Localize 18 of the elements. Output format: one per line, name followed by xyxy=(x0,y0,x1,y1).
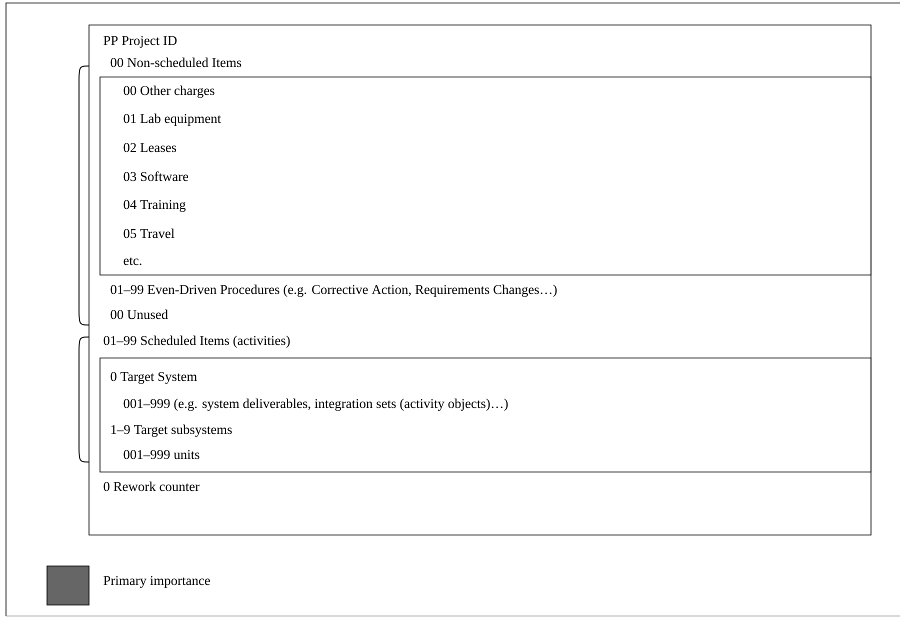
item-text: 00 Unused xyxy=(110,310,168,320)
item-text: 01–99 Even-Driven Procedures (e.g. Corrective Action, Requirements Changes…) xyxy=(110,284,557,297)
item-text: 05 Travel xyxy=(124,228,174,238)
item-text: PP Project ID xyxy=(104,36,177,48)
item-text: 0 Rework counter xyxy=(104,482,200,492)
item-text: 001–999 (e.g. system deliverables, integration sets (activity objects)…) xyxy=(124,398,508,411)
item-text: 001–999 units xyxy=(124,450,200,460)
item-text: 0 Target System xyxy=(110,372,197,384)
item-text: etc. xyxy=(124,257,142,266)
item-text: 03 Software xyxy=(124,172,188,182)
legend-text: Primary importance xyxy=(104,576,210,588)
item-text: 04 Training xyxy=(124,200,186,212)
item-text: 01 Lab equipment xyxy=(124,114,221,126)
item-text: 1–9 Target subsystems xyxy=(111,424,232,437)
item-text: 01–99 Scheduled Items (activities) xyxy=(104,336,290,348)
item-text: 00 Other charges xyxy=(124,86,214,98)
item-text: 00 Non-scheduled Items xyxy=(110,58,242,68)
item-text: 02 Leases xyxy=(124,143,176,152)
